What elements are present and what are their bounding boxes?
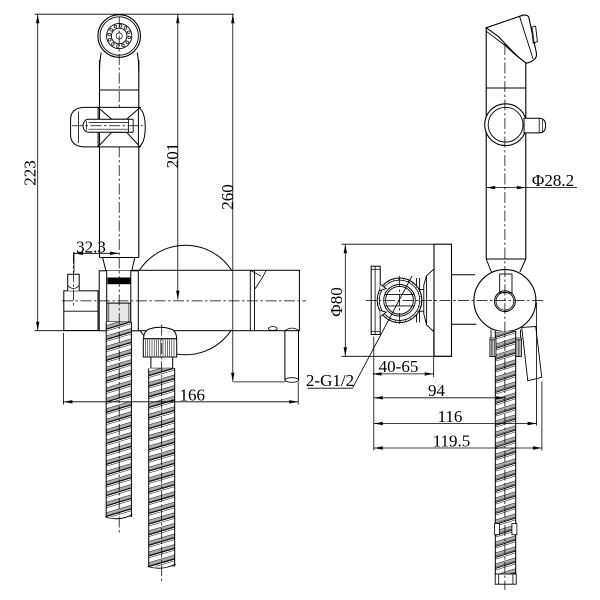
svg-text:166: 166 bbox=[180, 386, 206, 405]
svg-text:2-G1/2: 2-G1/2 bbox=[306, 371, 354, 390]
svg-text:40-65: 40-65 bbox=[379, 357, 419, 376]
svg-text:223: 223 bbox=[21, 160, 40, 186]
svg-text:201: 201 bbox=[163, 143, 182, 169]
svg-text:Φ28.2: Φ28.2 bbox=[532, 171, 574, 190]
svg-text:116: 116 bbox=[438, 407, 463, 426]
svg-text:260: 260 bbox=[218, 184, 237, 210]
svg-text:32.3: 32.3 bbox=[76, 237, 106, 256]
svg-text:119.5: 119.5 bbox=[433, 431, 471, 450]
svg-text:Φ80: Φ80 bbox=[327, 287, 346, 316]
svg-text:94: 94 bbox=[428, 381, 446, 400]
